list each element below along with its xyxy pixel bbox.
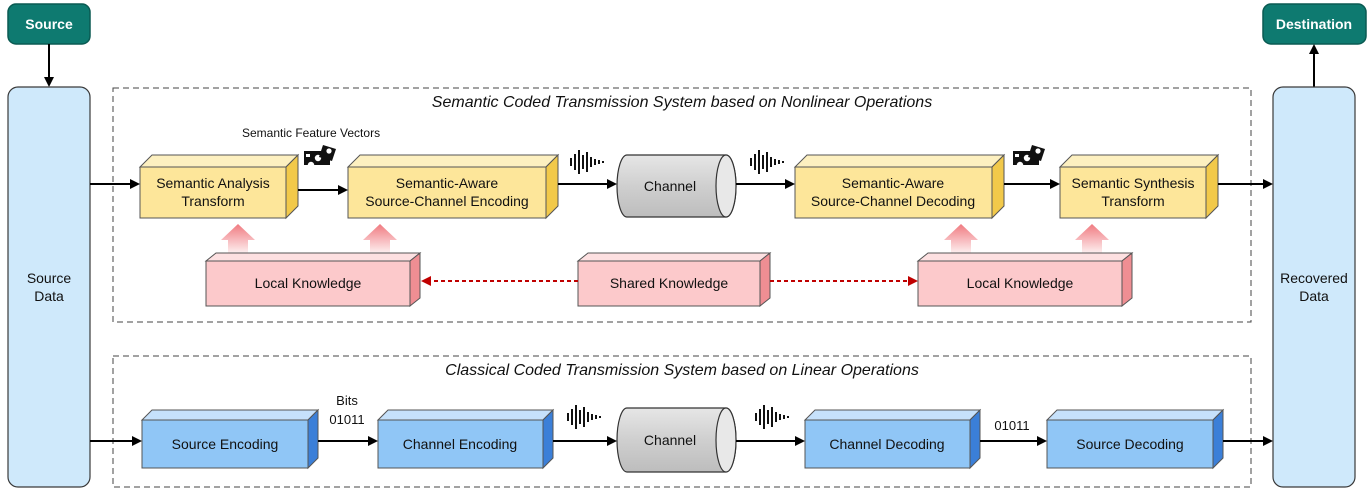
- semantic-encoding-line2: Source-Channel Encoding: [365, 193, 528, 209]
- source-data-label-line1: Source: [27, 270, 72, 286]
- up-arrow-icon: [363, 224, 397, 257]
- semantic-system-title: Semantic Coded Transmission System based…: [432, 94, 932, 111]
- source-encoding-box: Source Encoding: [140, 408, 320, 470]
- source-decoding-label: Source Decoding: [1076, 436, 1183, 452]
- signal-wave-icon: [755, 405, 789, 429]
- source-encoding-label: Source Encoding: [172, 436, 279, 452]
- classical-channel-label: Channel: [644, 432, 696, 448]
- signal-wave-icon: [750, 150, 784, 174]
- local-knowledge-right-label: Local Knowledge: [967, 275, 1074, 291]
- source-node: Source: [7, 3, 91, 45]
- semantic-analysis-box: Semantic Analysis Transform: [138, 153, 300, 220]
- semantic-feature-vectors-label: Semantic Feature Vectors: [242, 126, 380, 140]
- up-arrow-icon: [221, 224, 255, 257]
- bits-label: Bits: [336, 393, 358, 408]
- channel-encoding-label: Channel Encoding: [403, 436, 517, 452]
- recovered-data-panel: Recovered Data: [1272, 86, 1356, 488]
- channel-encoding-box: Channel Encoding: [376, 408, 555, 470]
- semantic-channel-cylinder: Channel: [616, 154, 737, 218]
- destination-node: Destination: [1262, 3, 1367, 45]
- destination-label: Destination: [1276, 16, 1352, 32]
- channel-decoding-box: Channel Decoding: [803, 408, 982, 470]
- classical-channel-cylinder: Channel: [616, 407, 737, 473]
- puzzle-icon: [304, 145, 336, 169]
- source-label: Source: [25, 16, 73, 32]
- channel-decoding-label: Channel Decoding: [829, 436, 944, 452]
- decoded-bits-value: 01011: [994, 418, 1029, 433]
- semantic-encoding-line1: Semantic-Aware: [396, 175, 499, 191]
- classical-system-frame: [112, 355, 1252, 488]
- semantic-channel-label: Channel: [644, 178, 696, 194]
- source-decoding-box: Source Decoding: [1045, 408, 1225, 470]
- classical-system-title: Classical Coded Transmission System base…: [445, 362, 919, 379]
- semantic-synthesis-line1: Semantic Synthesis: [1072, 175, 1195, 191]
- source-data-label-line2: Data: [34, 288, 64, 304]
- bits-value: 01011: [329, 412, 364, 427]
- puzzle-icon: [1013, 145, 1045, 169]
- semantic-decoding-line1: Semantic-Aware: [842, 175, 945, 191]
- semantic-synthesis-line2: Transform: [1101, 193, 1164, 209]
- semantic-encoding-box: Semantic-Aware Source-Channel Encoding: [346, 153, 560, 220]
- semantic-decoding-box: Semantic-Aware Source-Channel Decoding: [793, 153, 1006, 220]
- source-data-panel: Source Data: [7, 86, 91, 488]
- local-knowledge-left-box: Local Knowledge: [204, 251, 422, 308]
- up-arrow-icon: [1075, 224, 1109, 257]
- local-knowledge-right-box: Local Knowledge: [916, 251, 1134, 308]
- signal-wave-icon: [567, 405, 601, 429]
- shared-knowledge-box: Shared Knowledge: [576, 251, 772, 308]
- semantic-analysis-line2: Transform: [181, 193, 244, 209]
- up-arrow-icon: [944, 224, 978, 257]
- recovered-data-label-line2: Data: [1299, 288, 1329, 304]
- semantic-decoding-line2: Source-Channel Decoding: [811, 193, 975, 209]
- shared-knowledge-label: Shared Knowledge: [610, 275, 729, 291]
- semantic-synthesis-box: Semantic Synthesis Transform: [1058, 153, 1220, 220]
- local-knowledge-left-label: Local Knowledge: [255, 275, 362, 291]
- signal-wave-icon: [570, 150, 604, 174]
- semantic-analysis-line1: Semantic Analysis: [156, 175, 270, 191]
- semantic-system-frame: [112, 87, 1252, 323]
- recovered-data-label-line1: Recovered: [1280, 270, 1348, 286]
